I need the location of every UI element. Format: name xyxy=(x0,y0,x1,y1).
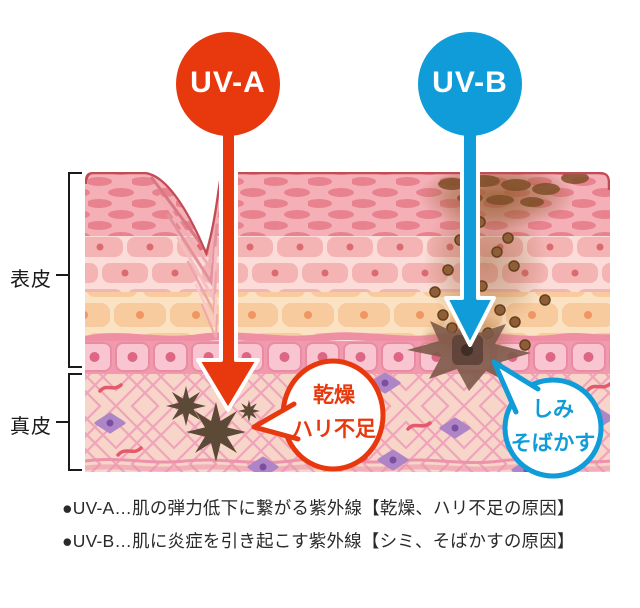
legend-uva-description: ●UV-A…肌の弾力低下に繋がる紫外線【乾燥、ハリ不足の原因】 xyxy=(62,498,575,518)
dermis-label: 真皮 xyxy=(10,416,52,438)
uva-effect-line1: 乾燥 xyxy=(313,384,355,407)
uvb-effect-line1: しみ xyxy=(532,398,574,421)
uvb-arrow xyxy=(418,32,522,347)
damage-spots xyxy=(166,386,260,462)
epidermis-label: 表皮 xyxy=(10,269,52,291)
uva-callout-bubble xyxy=(251,358,386,472)
layer-brackets xyxy=(56,172,82,471)
legend-uvb-description: ●UV-B…肌に炎症を引き起こす紫外線【シミ、そばかすの原因】 xyxy=(62,531,575,551)
uva-effect-line2: ハリ不足 xyxy=(292,418,376,441)
damage-star-small xyxy=(238,400,260,422)
uva-label: UV-A xyxy=(190,66,266,99)
uvb-effects-callout: しみ そばかす xyxy=(488,393,618,461)
damage-star-large xyxy=(186,402,246,462)
epidermis-bracket xyxy=(68,172,82,368)
uva-arrow xyxy=(176,32,280,412)
damage-star-medium xyxy=(166,386,206,426)
uva-circle xyxy=(176,32,280,136)
uvb-callout-bubble xyxy=(491,359,604,479)
uvb-label: UV-B xyxy=(432,66,508,99)
uvb-effect-line2: そばかす xyxy=(510,432,596,455)
dermis-bracket xyxy=(68,373,82,471)
uvb-circle xyxy=(418,32,522,136)
uva-effects-callout: 乾燥 ハリ不足 xyxy=(269,379,399,447)
basal-membrane-wave xyxy=(85,332,610,344)
